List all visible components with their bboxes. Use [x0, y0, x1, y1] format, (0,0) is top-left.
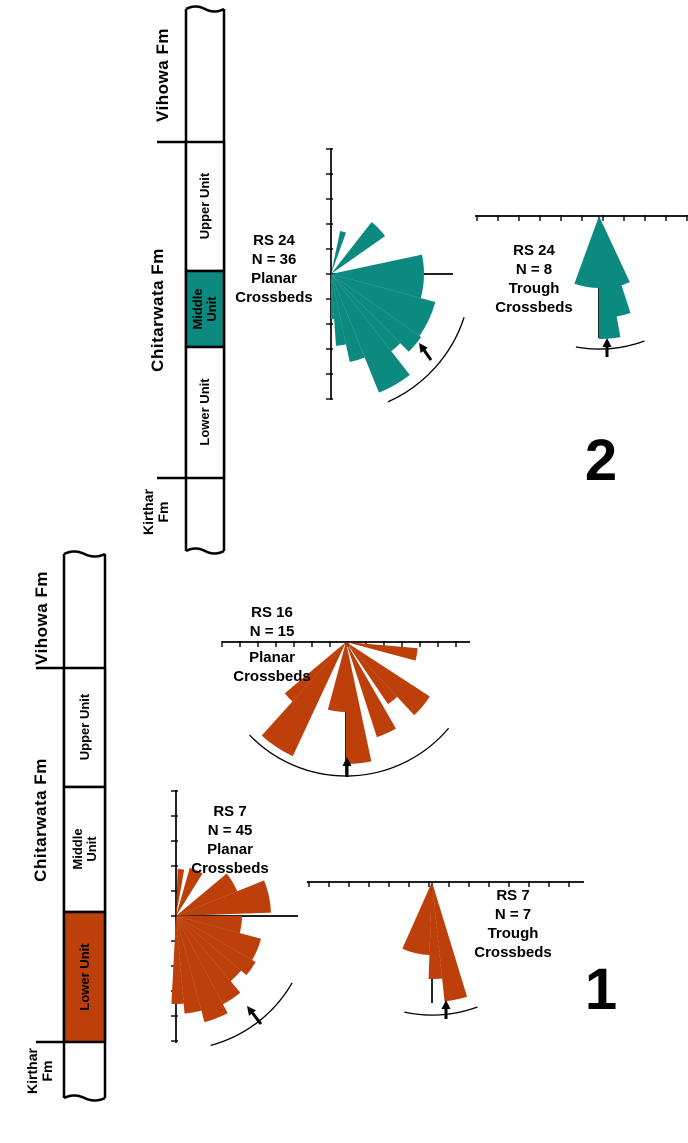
strat-column-1-unit-box	[62, 666, 107, 789]
rose-rs16-planar-mean-arrow	[342, 757, 352, 766]
formation-label-chitarwata-2: Chitarwata Fm	[147, 248, 167, 372]
rose-rs7-planar-petal	[176, 869, 185, 916]
rose-rs16-planar	[221, 641, 470, 777]
rose-rs7-trough-mean-arrow	[441, 1000, 451, 1009]
rose-rs24-planar-petal	[331, 274, 424, 299]
unit-label-upper-2: Upper Unit	[196, 172, 212, 240]
rose-rs7-planar-petal	[176, 916, 262, 960]
rose-rs7-planar-petal	[176, 916, 228, 1023]
rose-rs24-planar-petal	[331, 274, 346, 346]
rose-rs7-trough	[307, 881, 584, 1019]
rose-rs16-planar-petal	[346, 642, 372, 764]
formation-label-kirthar-1: Kirthar Fm	[23, 1048, 55, 1094]
strat-column-2	[157, 5, 226, 555]
rose-rs7-trough-arc	[404, 1006, 478, 1016]
rose-rs24-trough-petal	[599, 216, 631, 318]
formation-label-chitarwata-1: Chitarwata Fm	[30, 758, 50, 882]
rose-rs7-planar-petal	[176, 916, 242, 982]
unit-label-upper-1: Upper Unit	[76, 693, 92, 761]
rose-rs16-planar-petal	[346, 642, 396, 738]
strat-column-2-unit-box	[184, 345, 226, 480]
rose-rs24-planar-petal	[331, 221, 386, 274]
rose-rs24-planar-petal	[331, 274, 436, 336]
rose-rs24-planar-petal	[331, 274, 422, 352]
unit-label-lower-1: Lower Unit	[76, 943, 92, 1011]
rose-rs24-trough	[475, 215, 688, 357]
rose-rs24-planar-petal	[331, 254, 424, 274]
rose-rs24-planar-petal	[331, 274, 365, 363]
panel-number-1: 1	[584, 957, 618, 1022]
unit-label-lower-2: Lower Unit	[196, 378, 212, 446]
rose-rs7-planar-petal	[176, 916, 242, 934]
rose-rs7-planar-arc	[210, 982, 293, 1047]
unit-label-middle-2: Middle Unit	[189, 288, 219, 330]
rose-rs7-trough-petal	[428, 882, 443, 979]
rose-rs16-planar-petal	[346, 642, 418, 661]
rose-rs7-planar-petal	[176, 873, 238, 916]
rose-rs24-trough-petal	[599, 216, 621, 339]
rose-rs24-planar-petal	[331, 230, 347, 274]
rose-rs16-planar-petal	[346, 642, 430, 716]
rose-rs16-planar-arc	[249, 727, 450, 777]
rose-rs7-planar-petal	[176, 916, 202, 1014]
rose-rs24-planar-mean-arrow	[419, 343, 428, 353]
formation-label-vihowa-1: Vihowa Fm	[31, 571, 51, 665]
formation-label-vihowa-2: Vihowa Fm	[152, 28, 172, 122]
unit-label-middle-1: Middle Unit	[69, 828, 99, 870]
rose-rs7-planar	[171, 790, 298, 1047]
rose-rs24-planar-petal	[331, 274, 335, 319]
caption-rs24-planar: RS 24 N = 36 Planar Crossbeds	[235, 232, 313, 306]
rose-rs24-planar-arc	[387, 317, 465, 403]
strat-column-1	[36, 550, 107, 1102]
caption-rs16-station: RS 16 N = 15	[249, 604, 295, 640]
rose-rs7-planar-mean-arrow	[247, 1006, 257, 1016]
caption-rs7-trough: RS 7 N = 7 Trough Crossbeds	[474, 887, 552, 961]
rose-rs7-trough-petal	[432, 882, 468, 1002]
caption-rs16-crossbeds: Planar Crossbeds	[233, 649, 311, 685]
rose-rs7-trough-petal	[402, 882, 432, 955]
rose-rs24-trough-petal	[574, 216, 599, 288]
rose-rs7-planar-petal	[176, 880, 271, 916]
formation-label-kirthar-2: Kirthar Fm	[139, 489, 171, 535]
caption-rs24-trough: RS 24 N = 8 Trough Crossbeds	[495, 242, 573, 316]
rose-rs16-planar-petal	[261, 642, 346, 757]
rose-rs24-planar-petal	[331, 274, 401, 352]
rose-rs16-planar-petal	[284, 642, 346, 702]
rose-rs16-planar-petal	[327, 642, 346, 712]
rose-rs7-planar-petal	[176, 916, 256, 976]
rose-rs24-planar	[326, 148, 465, 403]
strat-column-1-unit-box	[62, 785, 107, 914]
rose-rs7-planar-petal	[176, 916, 241, 1005]
strat-column-1-unit-box	[62, 910, 107, 1044]
rose-rs24-trough-arc	[575, 340, 645, 350]
caption-rs7-planar: RS 7 N = 45 Planar Crossbeds	[191, 803, 269, 877]
strat-column-2-unit-box	[184, 269, 226, 349]
rose-rs7-planar-petal	[176, 867, 203, 916]
panel-number-2: 2	[584, 428, 618, 493]
rose-rs24-trough-mean-arrow	[602, 338, 612, 347]
rose-rs16-planar-petal	[346, 642, 398, 705]
rose-rs7-planar-petal	[171, 916, 184, 1005]
rose-rs24-planar-petal	[331, 274, 410, 393]
